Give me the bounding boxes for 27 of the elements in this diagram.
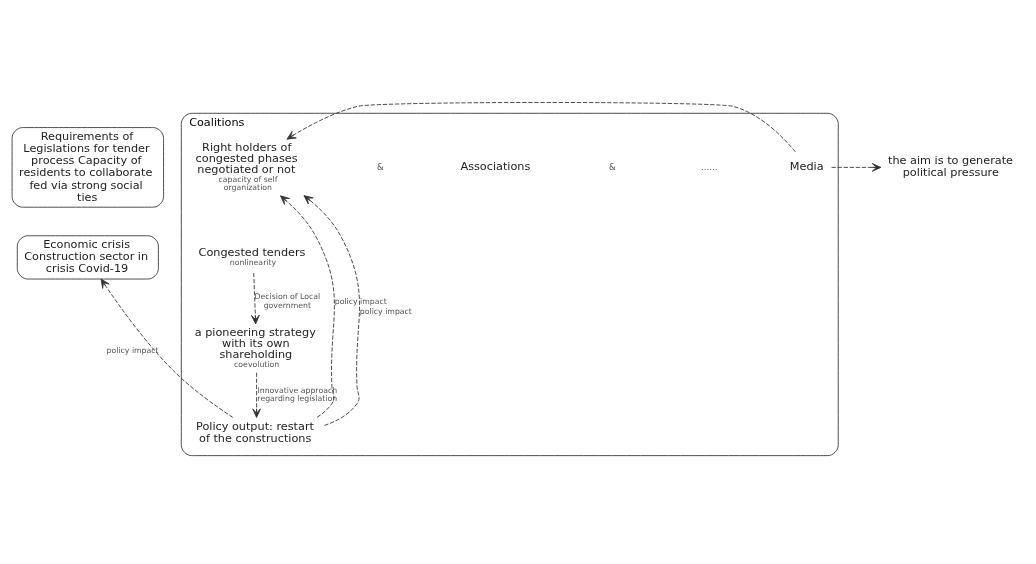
label: ......	[701, 161, 718, 172]
arrow	[286, 101, 796, 152]
edge-label: Decision of Local government	[254, 291, 321, 310]
node-label: coevolution	[234, 359, 280, 369]
node-text: a pioneering strategy with its own shareholding	[194, 325, 316, 361]
label: &	[608, 161, 616, 172]
node-box: Requirements of Legislations for tender process Capacity of residents to collaborate fed via strong social ties	[11, 126, 164, 208]
node-text: Right holders of congested phases negotiated or not	[195, 140, 298, 176]
arrow	[280, 194, 335, 418]
edge-label: Innovative approach regarding legislation	[257, 385, 338, 403]
label: &	[377, 161, 384, 172]
arrow	[831, 162, 882, 172]
node-text: Policy output: restart of the constructions	[196, 419, 314, 445]
edge-label: policy impact	[334, 296, 387, 306]
node-text: the aim is to generate political pressure	[888, 153, 1014, 179]
node-text: Congested tenders	[198, 245, 306, 259]
node-label: nonlinearity	[229, 257, 277, 266]
arrow	[100, 278, 234, 418]
arrow	[251, 272, 260, 324]
edge-label: policy impact	[106, 345, 159, 355]
node-box: Economic crisis Construction sector in crisis Covid-19	[16, 234, 159, 279]
node-text: Associations	[460, 159, 531, 173]
arrow	[303, 194, 360, 426]
arrow	[252, 371, 261, 418]
edge-label: policy impact	[359, 306, 412, 316]
node-text: Media	[789, 159, 824, 173]
node-label: capacity of self organization	[218, 174, 278, 192]
